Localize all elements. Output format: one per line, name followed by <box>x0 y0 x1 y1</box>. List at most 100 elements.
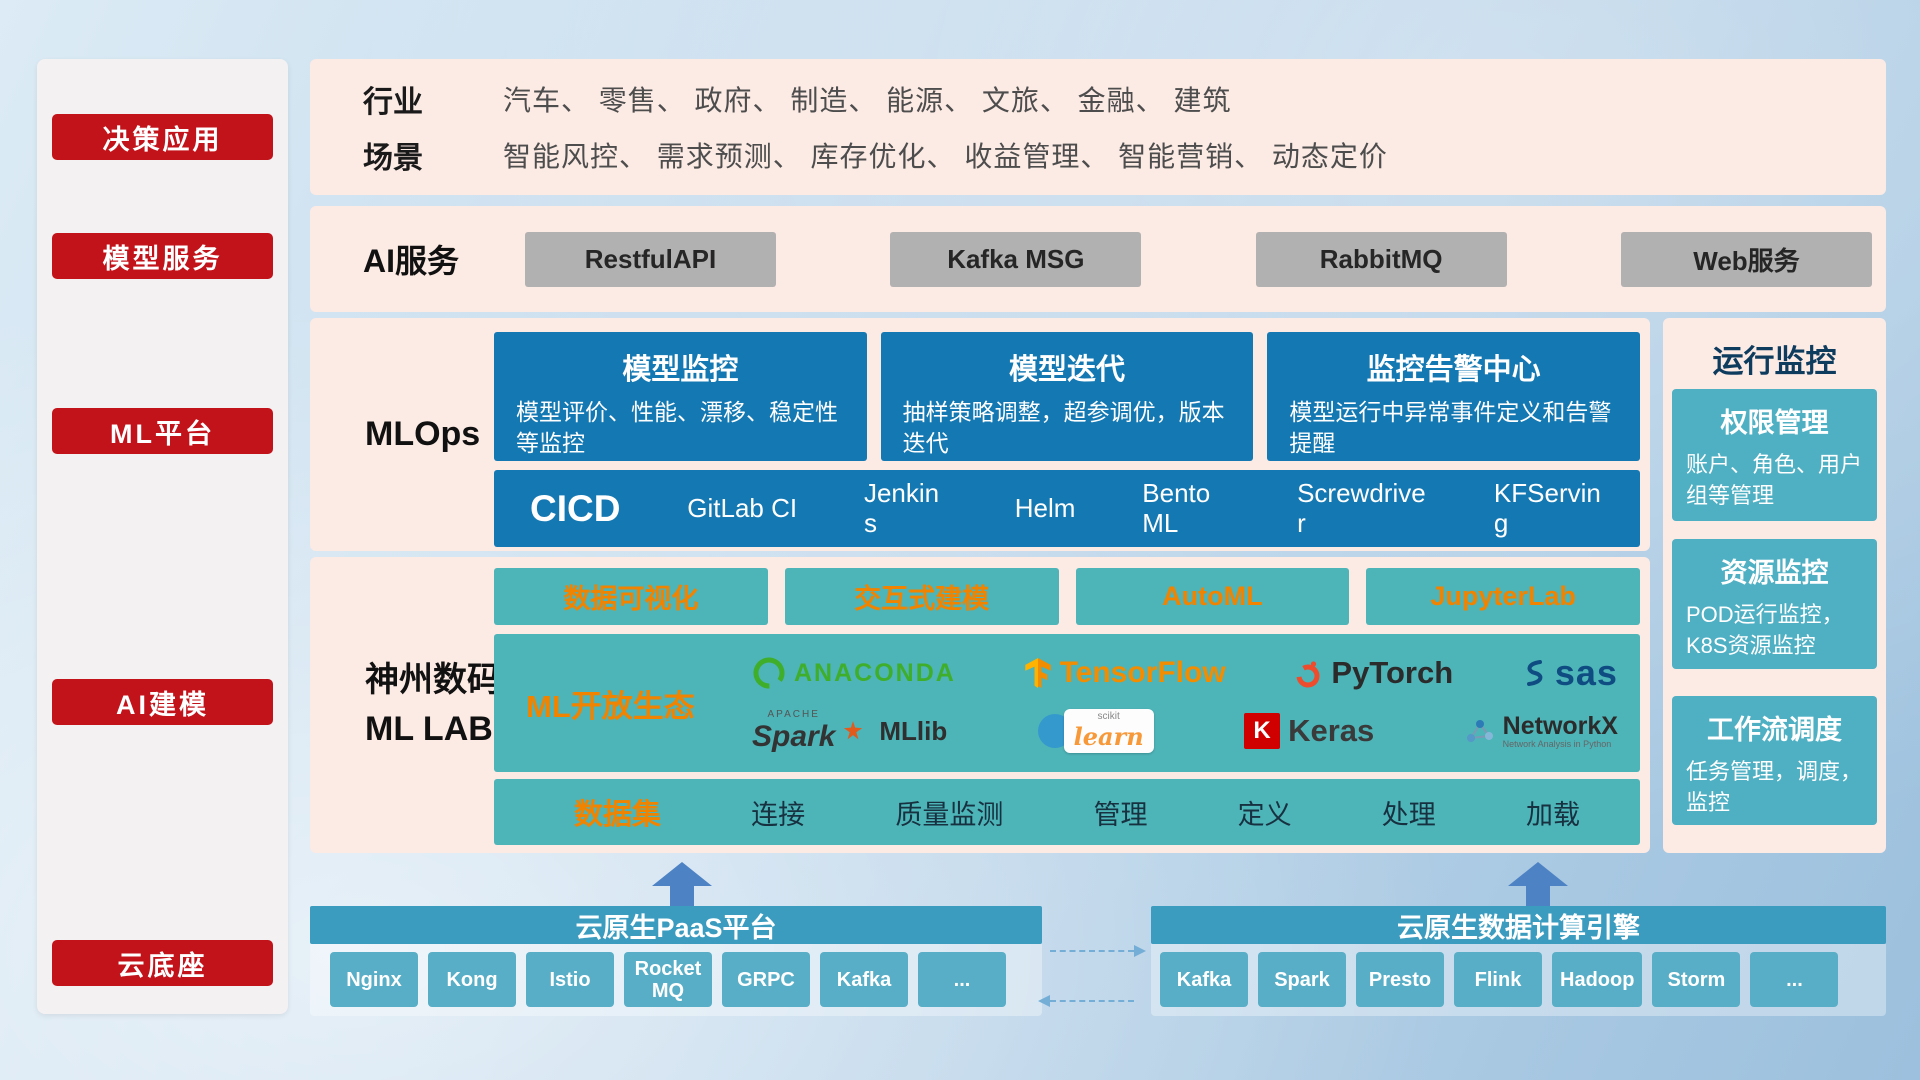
rail-item-decision-apps: 决策应用 <box>52 114 273 160</box>
up-arrow-icon <box>1508 862 1568 908</box>
ml-open-ecosystem-label: ML开放生态 <box>526 688 695 724</box>
scikit-learn-word: learn <box>1073 722 1144 752</box>
anaconda-logo: ANACONDA <box>752 656 956 690</box>
ml-lab-label: 神州数码 ML LAB <box>365 557 501 853</box>
cicd-bar: CICD GitLab CI Jenkins Helm BentoML Scre… <box>494 470 1640 547</box>
sas-wordmark: sas <box>1554 652 1618 694</box>
tensorflow-icon <box>1024 658 1051 689</box>
model-iteration-card: 模型迭代 抽样策略调整，超参调优，版本迭代 <box>880 332 1254 461</box>
up-arrow-paas <box>650 862 714 913</box>
sas-logo: sas <box>1521 652 1618 694</box>
kong-block: Kong <box>428 952 516 1007</box>
dataset-load: 加载 <box>1525 799 1580 830</box>
card-title: 资源监控 <box>1720 558 1829 588</box>
keras-k-icon: K <box>1244 713 1281 750</box>
ai-service-panel: AI服务 RestfulAPI Kafka MSG RabbitMQ Web服务 <box>310 206 1886 312</box>
web-service-block: Web服务 <box>1620 231 1872 287</box>
paas-buttons: Nginx Kong Istio RocketMQ GRPC Kafka ... <box>330 952 1006 1007</box>
rail-item-cloud-base: 云底座 <box>52 940 273 986</box>
ecosystem-logos: ANACONDA TensorFlow <box>744 638 1626 768</box>
ai-service-buttons: RestfulAPI Kafka MSG RabbitMQ Web服务 <box>525 231 1872 287</box>
runtime-monitor-title: 运行监控 <box>1712 344 1837 379</box>
kafka-msg-block: Kafka MSG <box>890 231 1142 287</box>
jupyterlab-block: JupyterLab <box>1366 568 1640 625</box>
apache-label: APACHE <box>767 708 820 720</box>
rocketmq-block: RocketMQ <box>624 952 712 1007</box>
anaconda-ring-icon <box>753 657 785 689</box>
logo-row-1: ANACONDA TensorFlow <box>744 652 1626 694</box>
dataset-process: 处理 <box>1381 799 1436 830</box>
card-desc: 任务管理，调度，监控 <box>1686 759 1863 815</box>
industry-line: 行业 汽车、 零售、 政府、 制造、 能源、 文旅、 金融、 建筑 <box>310 77 1886 121</box>
dataset-manage: 管理 <box>1093 799 1148 830</box>
grpc-block: GRPC <box>722 952 810 1007</box>
spark-engine-block: Spark <box>1258 952 1346 1007</box>
istio-block: Istio <box>526 952 614 1007</box>
dashed-arrow-right-icon <box>1050 945 1146 957</box>
industry-label: 行业 <box>363 86 423 119</box>
dashed-arrow-left-icon <box>1038 995 1134 1007</box>
rail-item-ml-platform: ML平台 <box>52 408 273 454</box>
keras-logo: K Keras <box>1244 713 1375 750</box>
dataset-label: 数据集 <box>574 799 662 831</box>
workflow-scheduling-card: 工作流调度 任务管理，调度，监控 <box>1672 696 1877 825</box>
dataset-quality: 质量监测 <box>895 799 1004 830</box>
dataset-define: 定义 <box>1237 799 1292 830</box>
tensorflow-wordmark: TensorFlow <box>1059 656 1226 690</box>
ml-lab-tool-row: 数据可视化 交互式建模 AutoML JupyterLab <box>494 568 1640 625</box>
networkx-graph-icon <box>1466 720 1493 743</box>
kafka-block: Kafka <box>820 952 908 1007</box>
helm-item: Helm <box>1014 492 1076 523</box>
mllib-wordmark: MLlib <box>879 715 948 746</box>
nginx-block: Nginx <box>330 952 418 1007</box>
industry-scene-panel: 行业 汽车、 零售、 政府、 制造、 能源、 文旅、 金融、 建筑 场景 智能风… <box>310 59 1886 195</box>
networkx-subtitle: Network Analysis in Python <box>1502 738 1612 749</box>
card-desc: POD运行监控，K8S资源监控 <box>1686 602 1844 658</box>
ml-lab-label-line1: 神州数码 <box>365 660 501 699</box>
card-title: 监控告警中心 <box>1366 354 1541 386</box>
up-arrow-icon <box>652 862 712 908</box>
screwdriver-item: Screwdriver <box>1297 477 1426 538</box>
presto-block: Presto <box>1356 952 1444 1007</box>
ml-lab-label-line2: ML LAB <box>365 710 493 748</box>
ml-open-ecosystem-box: ML开放生态 ANACONDA TensorFlow <box>494 634 1640 772</box>
engine-header: 云原生数据计算引擎 <box>1151 906 1886 944</box>
pytorch-logo: PyTorch <box>1293 655 1453 691</box>
left-rail: 决策应用 模型服务 ML平台 AI建模 云底座 <box>37 59 288 1014</box>
networkx-word: NetworkX <box>1502 711 1618 740</box>
keras-wordmark: Keras <box>1288 713 1375 749</box>
card-desc: 模型运行中异常事件定义和告警提醒 <box>1289 399 1612 457</box>
card-desc: 模型评价、性能、漂移、稳定性等监控 <box>516 399 838 457</box>
anaconda-wordmark: ANACONDA <box>794 658 956 687</box>
more-block: ... <box>918 952 1006 1007</box>
gitlab-ci-item: GitLab CI <box>687 492 798 523</box>
runtime-monitor-panel: 运行监控 权限管理 账户、角色、用户组等管理 资源监控 POD运行监控，K8S资… <box>1663 318 1886 853</box>
data-visualization-block: 数据可视化 <box>494 568 768 625</box>
rail-item-model-service: 模型服务 <box>52 233 273 279</box>
hadoop-block: Hadoop <box>1552 952 1643 1007</box>
dataset-bar: 数据集 连接 质量监测 管理 定义 处理 加载 <box>494 779 1640 845</box>
up-arrow-engine <box>1506 862 1570 913</box>
spark-star-icon <box>844 721 863 740</box>
permission-management-card: 权限管理 账户、角色、用户组等管理 <box>1672 389 1877 521</box>
rail-item-ai-modeling: AI建模 <box>52 679 273 725</box>
dataset-connect: 连接 <box>751 799 806 830</box>
sas-swirl-icon <box>1526 660 1543 687</box>
scene-label: 场景 <box>363 142 423 175</box>
networkx-wordmark: NetworkX Network Analysis in Python <box>1502 711 1618 749</box>
scene-line: 场景 智能风控、 需求预测、 库存优化、 收益管理、 智能营销、 动态定价 <box>310 133 1886 177</box>
spark-mllib-logo: APACHE Spark MLlib <box>752 709 947 754</box>
mlops-panel: MLOps 模型监控 模型评价、性能、漂移、稳定性等监控 模型迭代 抽样策略调整… <box>310 318 1650 551</box>
ml-lab-panel: 神州数码 ML LAB 数据可视化 交互式建模 AutoML JupyterLa… <box>310 557 1650 853</box>
interactive-modeling-block: 交互式建模 <box>784 568 1059 625</box>
bentoml-item: BentoML <box>1142 477 1211 538</box>
tensorflow-logo: TensorFlow <box>1024 656 1226 690</box>
flink-block: Flink <box>1454 952 1542 1007</box>
spark-word: Spark <box>752 719 836 753</box>
pytorch-flame-icon <box>1296 661 1320 688</box>
pytorch-wordmark: PyTorch <box>1331 655 1454 691</box>
spark-wordmark: APACHE Spark <box>752 709 835 754</box>
scikit-badge: scikit learn <box>1063 709 1154 754</box>
logo-row-2: APACHE Spark MLlib scikit learn <box>744 709 1626 754</box>
